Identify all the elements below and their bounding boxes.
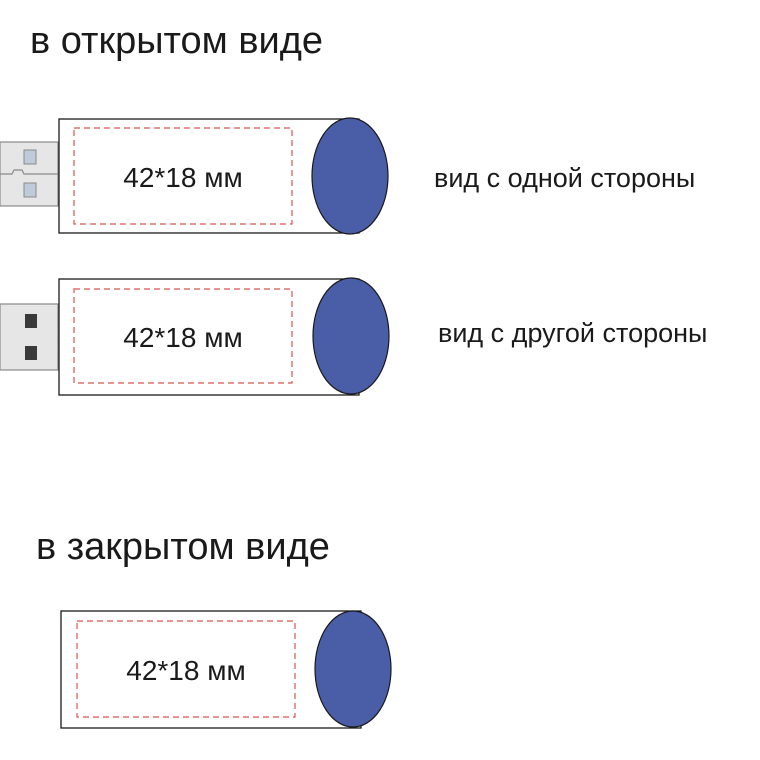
- usb-connector-back: [0, 303, 59, 371]
- drive-open-side-one: 42*18 мм: [0, 117, 389, 235]
- side-one-label: вид с одной стороны: [434, 163, 696, 193]
- closed-view-title: в закрытом виде: [36, 526, 330, 568]
- drive-body: [58, 118, 360, 234]
- drive-cap: [314, 610, 392, 728]
- side-two-label: вид с другой стороны: [438, 318, 708, 348]
- drive-cap: [311, 117, 389, 235]
- print-area-size-label: 42*18 мм: [123, 162, 242, 193]
- drive-body: [58, 278, 360, 396]
- print-area-frame: [76, 620, 296, 718]
- print-area-size-label: 42*18 мм: [123, 322, 242, 353]
- drive-body: [60, 610, 362, 729]
- usb-connector-front: [0, 141, 59, 207]
- print-area-frame: [73, 127, 293, 225]
- print-area-size-label: 42*18 мм: [126, 655, 245, 686]
- open-view-title: в открытом виде: [30, 20, 324, 62]
- drive-closed: 42*18 мм: [60, 610, 392, 729]
- drive-open-side-two: 42*18 мм: [0, 277, 390, 396]
- print-area-frame: [73, 288, 293, 384]
- drive-cap: [312, 277, 390, 395]
